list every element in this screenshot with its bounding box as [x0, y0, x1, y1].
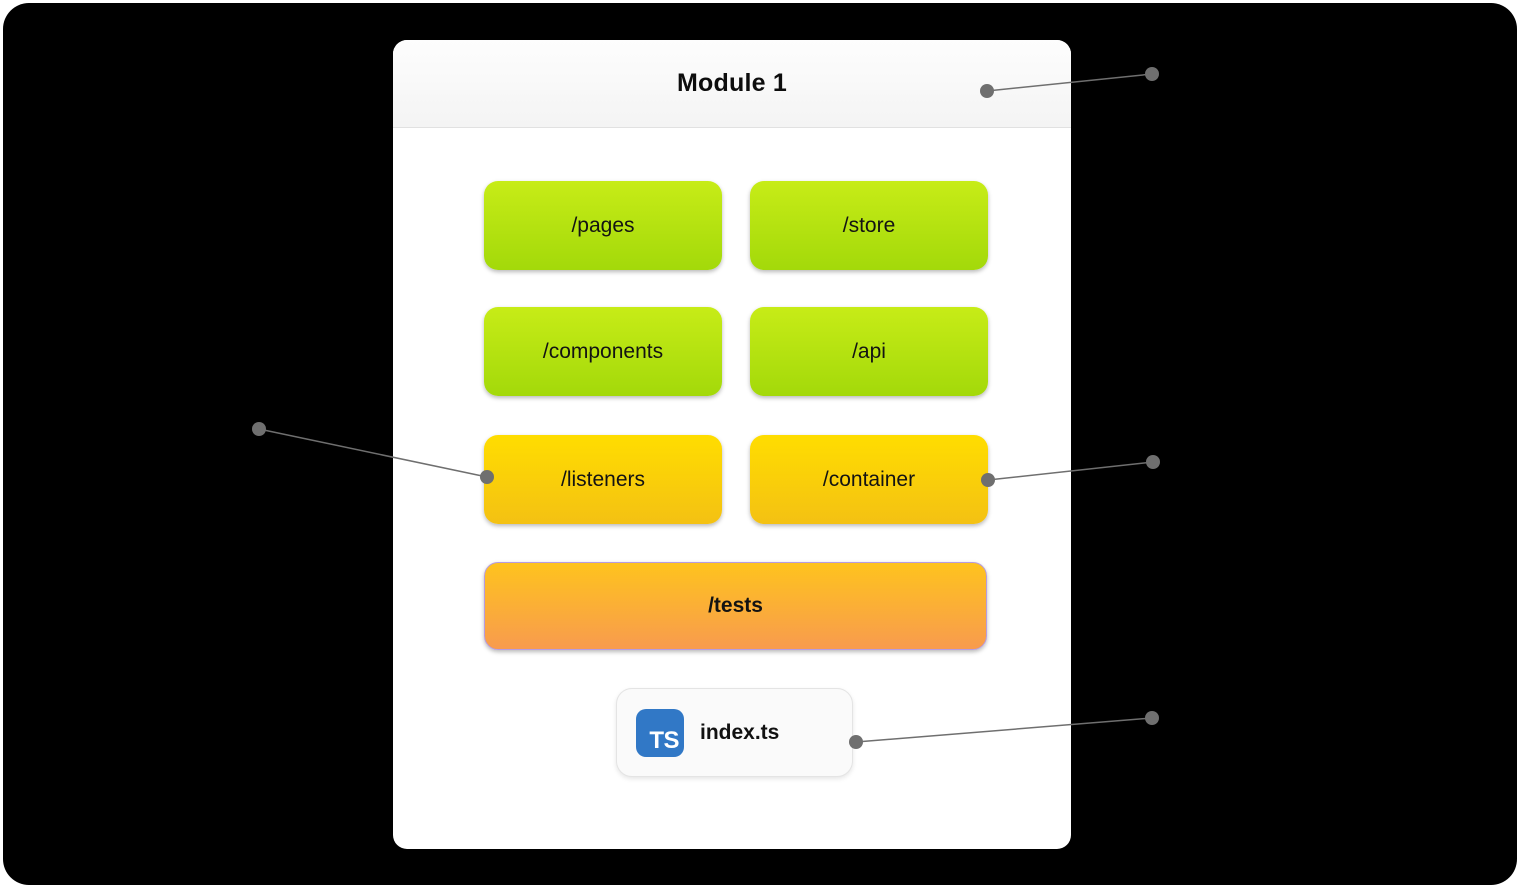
folder-label: /listeners [560, 467, 646, 491]
folder-node-api[interactable]: /api [750, 307, 988, 396]
file-node-index-ts[interactable]: TS index.ts [616, 688, 853, 777]
folder-node-container[interactable]: /container [750, 435, 988, 524]
folder-node-pages[interactable]: /pages [484, 181, 722, 270]
folder-label: /store [842, 213, 896, 237]
folder-label: /tests [708, 594, 763, 617]
typescript-icon: TS [636, 708, 684, 757]
folder-node-listeners[interactable]: /listeners [484, 435, 722, 524]
folder-node-store[interactable]: /store [750, 181, 988, 270]
folder-node-tests[interactable]: /tests [484, 562, 987, 650]
module-card: Module 1 /pages /store /components /api … [393, 40, 1071, 849]
folder-label: /pages [571, 213, 635, 237]
module-title: Module 1 [677, 69, 787, 97]
folder-label: /api [852, 339, 886, 363]
folder-node-components[interactable]: /components [484, 307, 722, 396]
file-label: index.ts [700, 720, 780, 744]
module-header: Module 1 [393, 40, 1071, 128]
folder-label: /container [822, 467, 916, 491]
folder-label: /components [542, 339, 664, 363]
